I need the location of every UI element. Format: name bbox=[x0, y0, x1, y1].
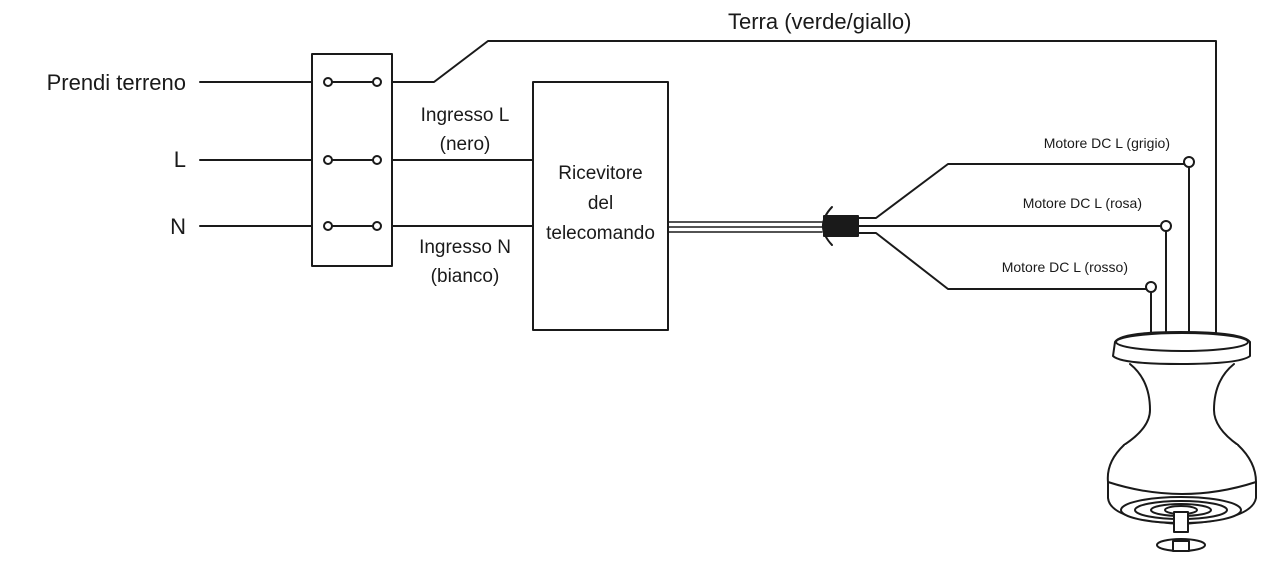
ground-wire-label: Terra (verde/giallo) bbox=[728, 9, 912, 34]
terminal-pink bbox=[1160, 220, 1172, 232]
supply-ground-label: Prendi terreno bbox=[46, 70, 186, 95]
ground-wire bbox=[391, 40, 1217, 335]
motor-wire-grey bbox=[857, 163, 1190, 219]
connector-plug bbox=[823, 215, 859, 237]
motor-wire-pink-label: Motore DC L (rosa) bbox=[1022, 195, 1142, 211]
input-l-label: Ingresso L bbox=[420, 105, 510, 126]
receiver-box bbox=[532, 81, 669, 331]
motor-wire-red bbox=[857, 232, 1152, 290]
terminal-grey bbox=[1183, 156, 1195, 168]
motor-wire-red-label: Motore DC L (rosso) bbox=[1001, 259, 1128, 275]
input-l-color-label: (nero) bbox=[439, 134, 491, 155]
receiver-label-line2: del bbox=[587, 193, 614, 214]
fan-motor-icon bbox=[1106, 331, 1257, 552]
receiver-label-line1: Ricevitore bbox=[558, 163, 643, 184]
output-cable bbox=[667, 221, 823, 233]
terminal-neutral bbox=[323, 221, 382, 231]
terminal-red bbox=[1145, 281, 1157, 293]
supply-neutral-label: N bbox=[170, 214, 186, 239]
terminal-line bbox=[323, 155, 382, 165]
receiver-label-line3: telecomando bbox=[546, 223, 655, 244]
motor-wire-grey-label: Motore DC L (grigio) bbox=[1043, 135, 1170, 151]
input-n-color-label: (bianco) bbox=[430, 266, 500, 287]
terminal-ground bbox=[323, 77, 382, 87]
supply-line-label: L bbox=[173, 147, 186, 172]
input-n-label: Ingresso N bbox=[419, 237, 511, 258]
